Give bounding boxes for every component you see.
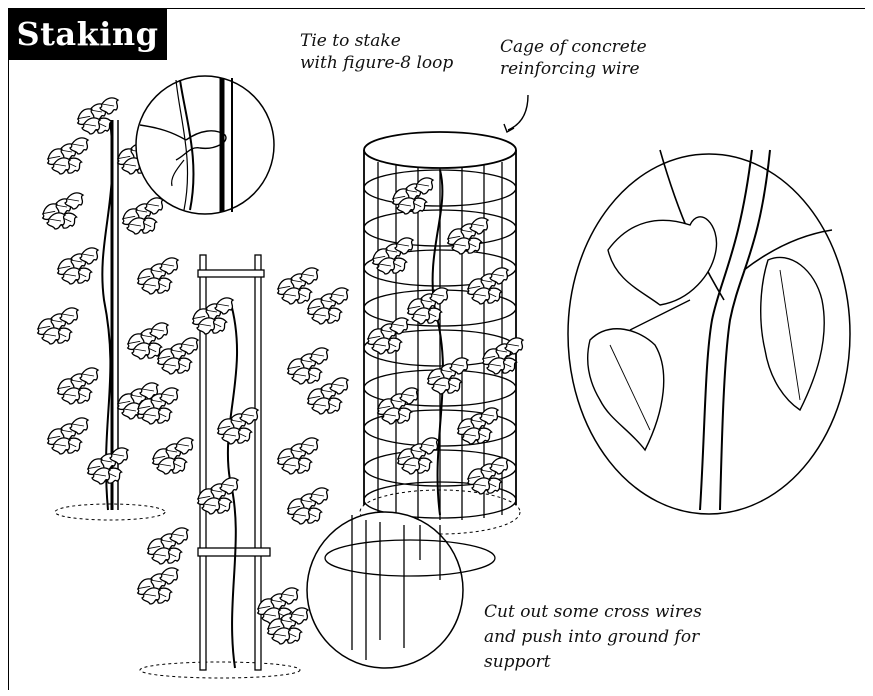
cage-label-arrow [508, 95, 528, 130]
leaf-stem-detail [568, 150, 850, 514]
figure-8-tie-detail [136, 76, 274, 214]
cut-wires-detail [307, 512, 495, 668]
